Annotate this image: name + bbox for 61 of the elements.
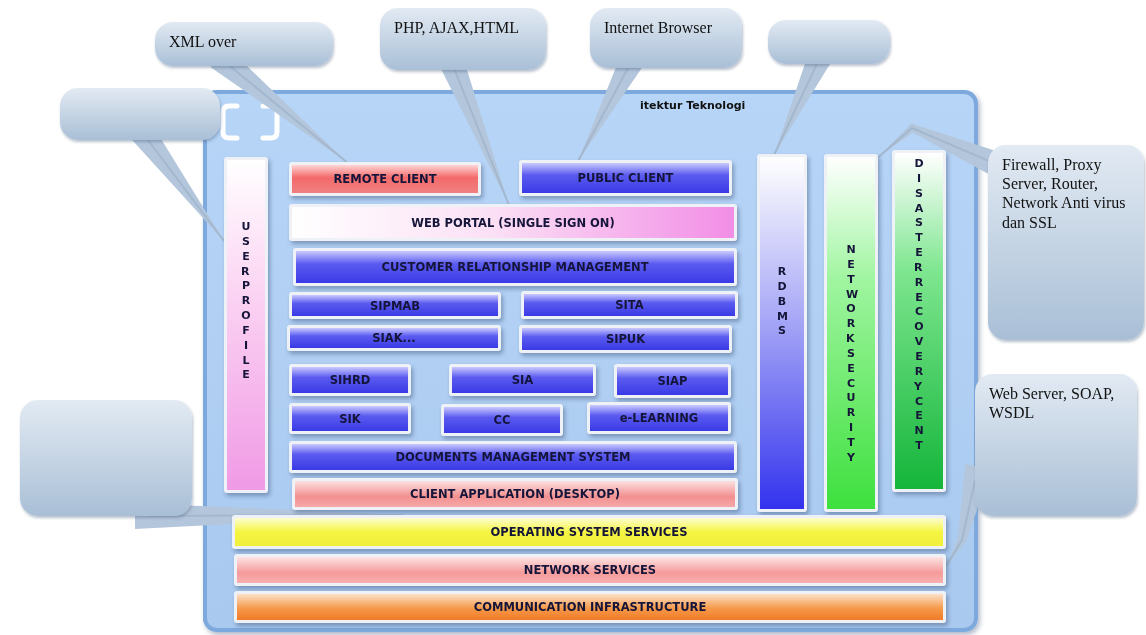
callout-text: PHP, AJAX,HTML: [394, 18, 519, 38]
vertical-column: [892, 150, 946, 492]
panel-background: [203, 90, 978, 632]
module-bar: [289, 441, 737, 473]
callout-bubble: [155, 22, 333, 66]
bar-label: SIPMAB: [369, 298, 421, 313]
module-bar: [287, 325, 501, 351]
bar-label: CC: [493, 413, 511, 427]
bar-label: SIHRD: [329, 373, 371, 387]
layer-bar: [232, 515, 946, 549]
callout-bubble: [975, 374, 1137, 516]
bar-label: OPERATING SYSTEM SERVICES: [490, 525, 688, 539]
bar-label: SIAK...: [372, 331, 416, 345]
bar-label: CUSTOMER RELATIONSHIP MANAGEMENT: [381, 260, 649, 274]
layer-bar: [234, 554, 946, 586]
callout-text: Web Server, SOAP, WSDL: [989, 384, 1116, 423]
module-bar: [292, 478, 738, 510]
module-bar: [519, 325, 732, 353]
column-label: USER PROFILE: [241, 220, 251, 384]
bar-label: PUBLIC CLIENT: [577, 171, 674, 185]
bar-label: e-LEARNING: [619, 411, 699, 425]
callout-text: Internet Browser: [604, 18, 712, 38]
module-bar: [521, 291, 738, 319]
callout-bubble: [60, 88, 220, 140]
vertical-column: [224, 157, 268, 493]
bar-label: DOCUMENTS MANAGEMENT SYSTEM: [395, 450, 631, 464]
layer-bar: [234, 591, 946, 623]
bar-label: NETWORK SERVICES: [523, 563, 657, 577]
module-bar: [289, 162, 481, 196]
callout-text: Firewall, Proxy Server, Router, Network Anti virus dan SSL: [1002, 155, 1127, 232]
column-label: DISASTER RECOVERY CENT: [914, 157, 924, 454]
callout-bubble: [380, 8, 546, 70]
bar-label: COMMUNICATION INFRASTRUCTURE: [473, 600, 707, 614]
bar-label: REMOTE CLIENT: [333, 172, 437, 186]
module-bar: [289, 292, 501, 319]
module-bar: [519, 160, 732, 196]
module-bar: [449, 364, 596, 396]
bar-label: SITA: [615, 298, 644, 312]
panel-title: itektur Teknologi: [640, 99, 746, 112]
bar-label: SIPUK: [605, 332, 646, 346]
bar-label: SIA: [511, 373, 534, 387]
module-bar: [289, 204, 737, 241]
bar-label: SIK: [339, 411, 361, 426]
module-bar: [289, 364, 411, 396]
bar-label: SIAP: [657, 374, 688, 388]
vertical-column: [824, 154, 878, 512]
callout-bubble: [20, 400, 192, 516]
vertical-column: [757, 154, 807, 512]
module-bar: [293, 248, 737, 286]
bar-label: CLIENT APPLICATION (DESKTOP): [410, 487, 620, 501]
callout-bubble: [768, 20, 890, 64]
callout-text: XML over: [169, 32, 237, 52]
module-bar: [614, 364, 731, 398]
callout-bubble: [988, 145, 1144, 340]
column-label: RDBMS: [777, 265, 787, 340]
module-bar: [441, 404, 563, 436]
callout-bubble: [590, 8, 742, 68]
column-label: NETWORK SECURITY: [846, 243, 856, 466]
bar-label: WEB PORTAL (SINGLE SIGN ON): [411, 215, 615, 230]
module-bar: [289, 403, 411, 434]
module-bar: [587, 402, 731, 434]
